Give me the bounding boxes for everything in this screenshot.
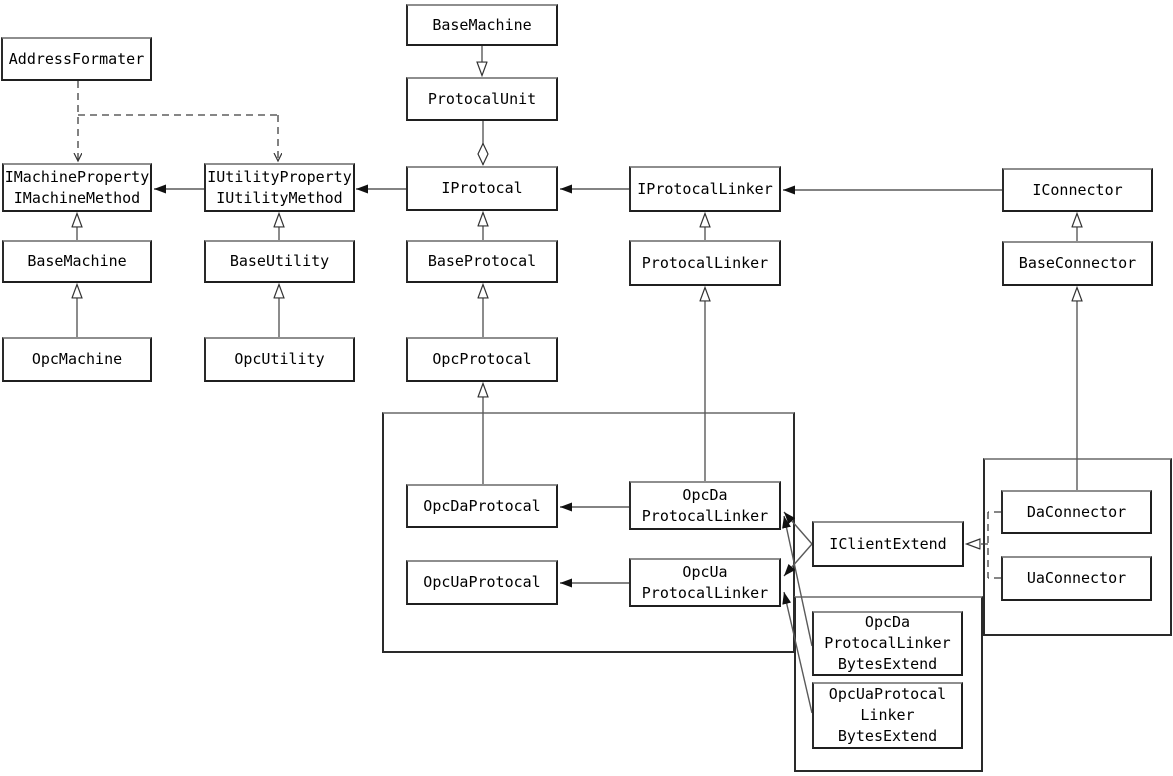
class-box-base-machine: BaseMachine bbox=[2, 240, 152, 283]
class-box-base-utility: BaseUtility bbox=[204, 240, 355, 283]
class-label: ProtocalUnit bbox=[427, 89, 537, 108]
class-box-opc-da-protocal-linker: OpcDa ProtocalLinker bbox=[629, 481, 781, 530]
class-box-iprotocal: IProtocal bbox=[406, 166, 558, 211]
class-box-ua-connector: UaConnector bbox=[1001, 556, 1152, 601]
class-box-opc-ua-protocal-linker: OpcUa ProtocalLinker bbox=[629, 558, 781, 607]
class-label: BaseMachine bbox=[432, 15, 532, 34]
class-label: OpcMachine bbox=[31, 350, 123, 368]
class-label-line: ProtocalLinker bbox=[824, 634, 951, 652]
class-label: IProtocal bbox=[441, 179, 523, 197]
class-label: DaConnector bbox=[1026, 502, 1127, 521]
class-box-protocal-linker: ProtocalLinker bbox=[629, 240, 781, 286]
class-label-line: BytesExtend bbox=[837, 655, 938, 673]
class-label-line: IUtilityProperty bbox=[207, 167, 352, 186]
class-label: BaseConnector bbox=[1018, 254, 1137, 272]
class-box-opc-ua-protocal: OpcUaProtocal bbox=[406, 560, 558, 605]
class-label: OpcDaProtocal bbox=[423, 496, 541, 515]
class-box-protocal-unit: ProtocalUnit bbox=[406, 77, 558, 121]
class-box-opc-ua-protocal-linker-bytes-extend: OpcUaProtocal Linker BytesExtend bbox=[812, 682, 963, 749]
class-box-iclient-extend: IClientExtend bbox=[812, 521, 964, 567]
class-box-opc-da-protocal-linker-bytes-extend: OpcDa ProtocalLinker BytesExtend bbox=[812, 611, 963, 676]
class-label-line: OpcDa bbox=[682, 485, 728, 504]
class-label: BaseProtocal bbox=[427, 252, 537, 270]
class-label-line: IUtilityMethod bbox=[216, 188, 343, 207]
class-label: OpcUaProtocal bbox=[423, 573, 541, 591]
class-box-opc-protocal: OpcProtocal bbox=[406, 337, 558, 382]
package-box-opc-protocal-group bbox=[382, 412, 795, 653]
class-label: UaConnector bbox=[1026, 569, 1127, 587]
class-label-line: ProtocalLinker bbox=[641, 583, 769, 602]
class-box-iutility-interface: IUtilityProperty IUtilityMethod bbox=[204, 163, 355, 212]
class-label: IConnector bbox=[1032, 180, 1123, 199]
class-box-opc-da-protocal: OpcDaProtocal bbox=[406, 484, 558, 528]
class-box-address-formater: AddressFormater bbox=[1, 37, 152, 81]
class-label-line: ProtocalLinker bbox=[641, 506, 769, 525]
class-box-iprotocal-linker: IProtocalLinker bbox=[629, 166, 781, 212]
class-label: AddressFormater bbox=[8, 49, 145, 68]
class-label-line: IMachineProperty bbox=[4, 167, 150, 186]
class-box-opc-machine: OpcMachine bbox=[2, 337, 152, 382]
package-box-connector-group bbox=[983, 458, 1172, 636]
class-label: BaseUtility bbox=[229, 252, 330, 270]
class-label: OpcUtility bbox=[234, 350, 325, 368]
class-box-opc-utility: OpcUtility bbox=[204, 337, 355, 382]
class-box-base-connector: BaseConnector bbox=[1002, 241, 1153, 286]
class-box-imachine-interface: IMachineProperty IMachineMethod bbox=[2, 163, 152, 212]
class-label: BaseMachine bbox=[27, 252, 127, 270]
class-label-line: IMachineMethod bbox=[13, 188, 141, 207]
class-label: ProtocalLinker bbox=[641, 253, 769, 272]
class-label-line: OpcUa bbox=[682, 562, 728, 581]
class-label: OpcProtocal bbox=[432, 350, 532, 368]
class-box-da-connector: DaConnector bbox=[1001, 490, 1152, 534]
class-label-line: BytesExtend bbox=[837, 727, 938, 745]
class-label: IProtocalLinker bbox=[637, 179, 773, 198]
class-box-iconnector: IConnector bbox=[1002, 168, 1153, 212]
class-label-line: OpcUaProtocal bbox=[828, 685, 947, 703]
class-label-line: OpcDa bbox=[864, 613, 911, 631]
class-label: IClientExtend bbox=[829, 534, 947, 553]
class-label-line: Linker bbox=[860, 706, 915, 724]
class-box-base-machine-top: BaseMachine bbox=[406, 4, 558, 46]
class-box-base-protocal: BaseProtocal bbox=[406, 240, 558, 283]
